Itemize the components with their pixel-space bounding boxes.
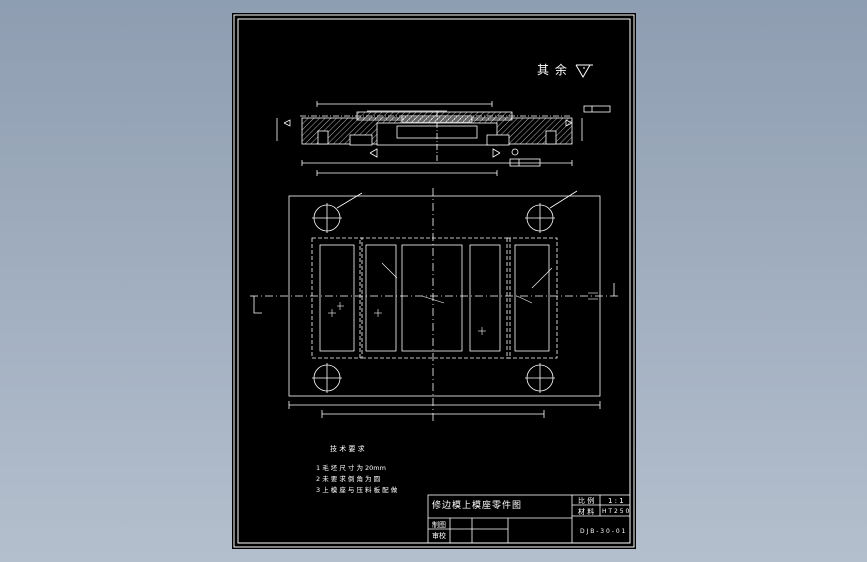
tech-requirements-title: 技 术 要 求: [330, 445, 365, 453]
drawing-sheet: 其 余 技 术 要 求 1 毛 坯 尺 寸 为 20mm 2 未 要 求 倒 角…: [232, 13, 636, 549]
tech-requirement-item: 1 毛 坯 尺 寸 为 20mm: [316, 464, 386, 472]
drawn-by-label: 制图: [432, 521, 446, 529]
outer-border: [233, 14, 635, 548]
inner-border: [237, 18, 631, 544]
tech-requirement-item: 2 未 要 求 倒 角 为 圆: [316, 475, 381, 483]
title-block: [427, 494, 631, 544]
drawing-linework: [233, 14, 635, 548]
section-view: [276, 101, 611, 176]
drawing-code: D J B - 3 0 - 0 1: [580, 528, 626, 535]
part-title: 修边模上模座零件图: [432, 501, 523, 511]
surface-finish-icon: [575, 64, 593, 78]
scale-value: 1 : 1: [608, 497, 624, 505]
scale-label: 比 例: [578, 497, 595, 505]
rest-surface-note: 其 余: [537, 63, 568, 77]
checked-by-label: 审校: [432, 532, 446, 540]
plan-view: [250, 188, 618, 423]
tech-requirement-item: 3 上 模 座 与 压 料 板 配 做: [316, 486, 398, 494]
material-value: H T 2 5 0: [602, 508, 630, 515]
material-label: 材 料: [578, 508, 595, 516]
